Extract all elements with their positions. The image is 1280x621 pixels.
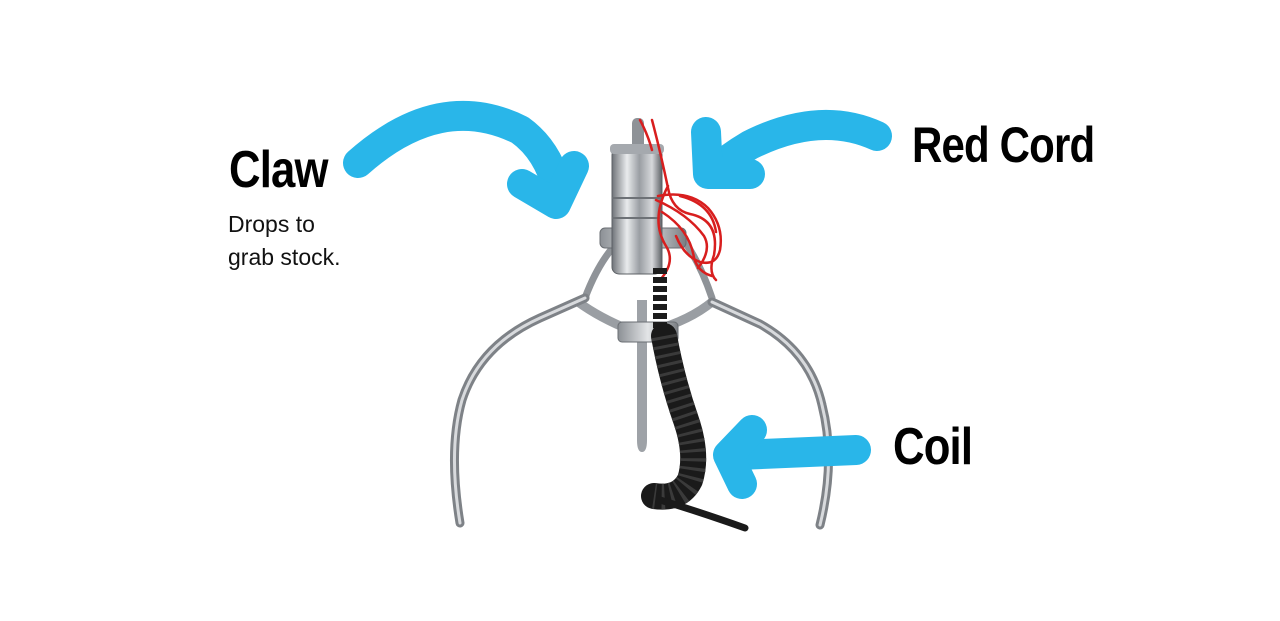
coil-spring bbox=[641, 268, 749, 532]
red-cord bbox=[638, 118, 722, 282]
top-pin bbox=[632, 118, 644, 152]
claw-arm-left bbox=[450, 234, 635, 528]
cylinder-cap bbox=[610, 144, 664, 154]
claw-caption-line-1: Drops to bbox=[228, 211, 315, 237]
claw-machine-claw-image bbox=[450, 118, 833, 532]
cylinder-body bbox=[611, 147, 663, 275]
arrow-to-claw bbox=[343, 100, 589, 219]
claw-caption: Drops to grab stock. bbox=[228, 208, 341, 274]
claw-label: Claw bbox=[229, 141, 328, 199]
arrow-to-coil bbox=[713, 415, 871, 499]
coil-label: Coil bbox=[893, 418, 973, 476]
arrow-to-red-cord bbox=[691, 109, 892, 189]
red-cord-label: Red Cord bbox=[912, 117, 1095, 173]
claw-caption-line-2: grab stock. bbox=[228, 244, 341, 270]
